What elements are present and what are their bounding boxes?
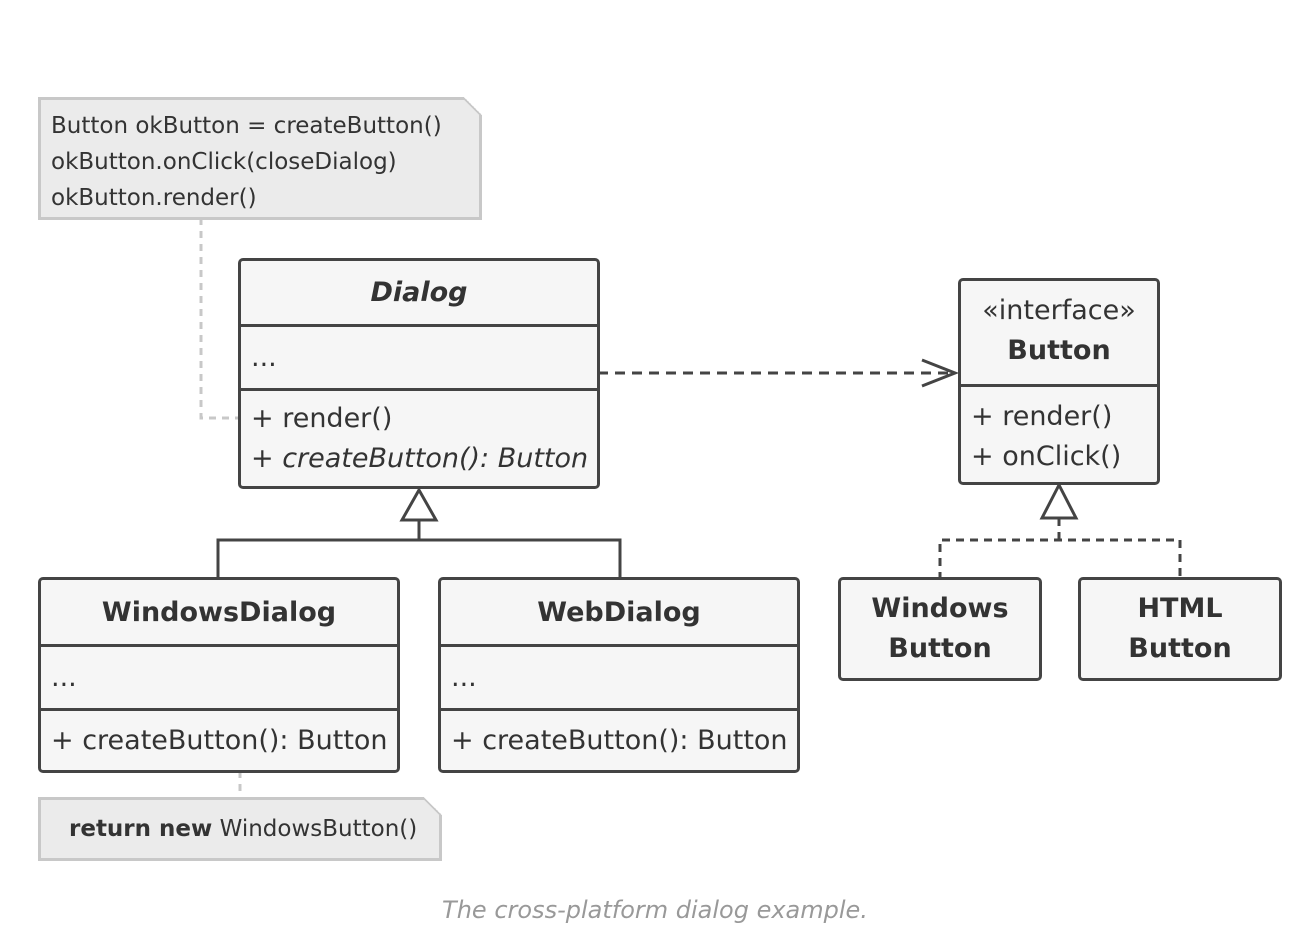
inheritance-lines-dialog [216, 520, 622, 580]
class-windows-button-name-1: Windows [871, 593, 1009, 624]
figure-caption: The cross-platform dialog example. [442, 896, 868, 924]
note-dialog-code: Button okButton = createButton() okButto… [38, 97, 482, 220]
interface-button: «interface» Button + render() + onClick(… [958, 278, 1160, 485]
realization-arrowhead-button [1039, 481, 1079, 520]
note-keyword: return new [69, 816, 213, 842]
class-dialog-fields: ... [251, 341, 277, 373]
class-web-dialog-fields: ... [451, 661, 477, 693]
class-web-dialog: WebDialog ... + createButton(): Button [438, 577, 800, 773]
realization-lines-button [938, 518, 1182, 580]
class-windows-dialog-method: + createButton(): Button [51, 724, 388, 756]
class-windows-button: Windows Button [838, 577, 1042, 681]
note-line-3: okButton.render() [51, 185, 257, 211]
class-html-button-name-1: HTML [1137, 593, 1223, 624]
class-windows-dialog: WindowsDialog ... + createButton(): Butt… [38, 577, 400, 773]
interface-button-method-render: + render() [971, 401, 1113, 432]
note-windows-dialog-code: return new WindowsButton() [38, 797, 442, 861]
interface-button-stereotype: «interface» [982, 295, 1136, 326]
class-dialog-method-render: + render() [251, 403, 393, 434]
class-html-button-name-2: Button [1128, 633, 1232, 664]
class-windows-dialog-fields: ... [51, 661, 77, 693]
class-web-dialog-method: + createButton(): Button [451, 724, 788, 756]
interface-button-name: Button [1007, 335, 1111, 366]
class-web-dialog-name: WebDialog [537, 596, 701, 628]
note-line-2: okButton.onClick(closeDialog) [51, 149, 397, 175]
note-connector-top [199, 218, 240, 420]
interface-button-method-onclick: + onClick() [971, 441, 1122, 472]
class-dialog: Dialog ... + render() + createButton(): … [238, 258, 600, 489]
note-code-text: WindowsButton() [212, 816, 418, 842]
class-html-button: HTML Button [1078, 577, 1282, 681]
class-dialog-method-createbutton: + createButton(): Button [251, 443, 589, 474]
class-windows-button-name-2: Button [888, 633, 992, 664]
class-windows-dialog-name: WindowsDialog [101, 596, 337, 628]
class-dialog-name: Dialog [370, 277, 468, 308]
dependency-arrowhead [921, 358, 960, 388]
note-line-1: Button okButton = createButton() [51, 113, 442, 139]
inheritance-arrowhead-dialog [399, 486, 439, 522]
